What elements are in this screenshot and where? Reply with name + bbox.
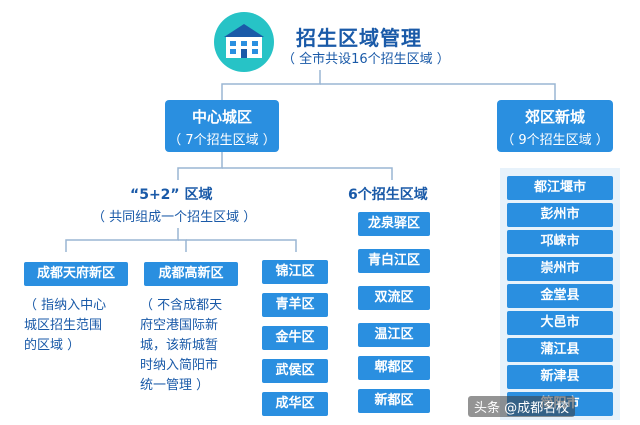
gaoxin-note-line: 城，该新城暂 [140,338,219,353]
central-city-subtitle: （ 7个招生区域 ） [168,133,276,148]
watermark: 头条 @成都名校 [468,396,576,417]
line-central-group6 [222,167,393,180]
district6-box: 龙泉驿区 [358,212,430,236]
tianfu-note-line: 的区域 ） [24,338,81,353]
district-box: 青羊区 [262,293,328,317]
suburban-subtitle: （ 9个招生区域 ） [501,133,609,148]
line-central-group52 [177,152,223,180]
school-icon [212,10,276,74]
district-box: 武侯区 [262,359,328,383]
gaoxin-note-line: 统一管理 ） [140,378,210,393]
suburban-title: 郊区新城 [524,108,585,126]
tianfu-box: 成都天府新区 [24,262,128,286]
line-root-suburban [320,83,556,100]
line-group52-gaoxin [178,239,187,252]
central-city-box: 中心城区 （ 7个招生区域 ） [165,100,279,152]
line-group52-districts [186,239,297,252]
district6-box: 郫都区 [358,356,430,380]
suburban-box: 郊区新城 （ 9个招生区域 ） [497,100,613,152]
suburb-box: 金堂县 [507,284,613,308]
suburb-box: 蒲江县 [507,338,613,362]
district6-box: 双流区 [358,286,430,310]
tianfu-note: （ 指纳入中心 城区招生范围 的区域 ） [24,296,134,356]
district-box: 金牛区 [262,326,328,350]
district-box: 成华区 [262,392,328,416]
gaoxin-note-line: 府空港国际新 [140,318,219,333]
line-group52-tianfu [65,228,179,252]
gaoxin-box: 成都高新区 [144,262,238,286]
district6-box: 青白江区 [358,249,430,273]
page-title: 招生区域管理 [296,26,422,50]
suburb-box: 新津县 [507,365,613,389]
group-6-title: 6个招生区域 [348,187,428,203]
gaoxin-note-line: （ 不含成都天 [140,298,223,313]
page-subtitle: （ 全市共设16个招生区域 ） [282,52,450,67]
gaoxin-note: （ 不含成都天 府空港国际新 城，该新城暂 时纳入简阳市 统一管理 ） [140,296,250,396]
tianfu-note-line: （ 指纳入中心 [24,298,107,313]
suburb-box: 崇州市 [507,257,613,281]
group-52-title: “5+2” 区域 [130,187,213,203]
district-box: 锦江区 [262,260,328,284]
line-root-central [221,70,321,100]
central-city-title: 中心城区 [191,108,252,126]
tianfu-note-line: 城区招生范围 [24,318,103,333]
suburb-box: 都江堰市 [507,176,613,200]
district6-box: 新都区 [358,389,430,413]
district6-box: 温江区 [358,323,430,347]
suburb-box: 彭州市 [507,203,613,227]
gaoxin-note-line: 时纳入简阳市 [140,358,219,373]
group-52-subtitle: （ 共同组成一个招生区域 ） [92,210,257,225]
suburb-box: 大邑市 [507,311,613,335]
suburb-box: 邛崃市 [507,230,613,254]
